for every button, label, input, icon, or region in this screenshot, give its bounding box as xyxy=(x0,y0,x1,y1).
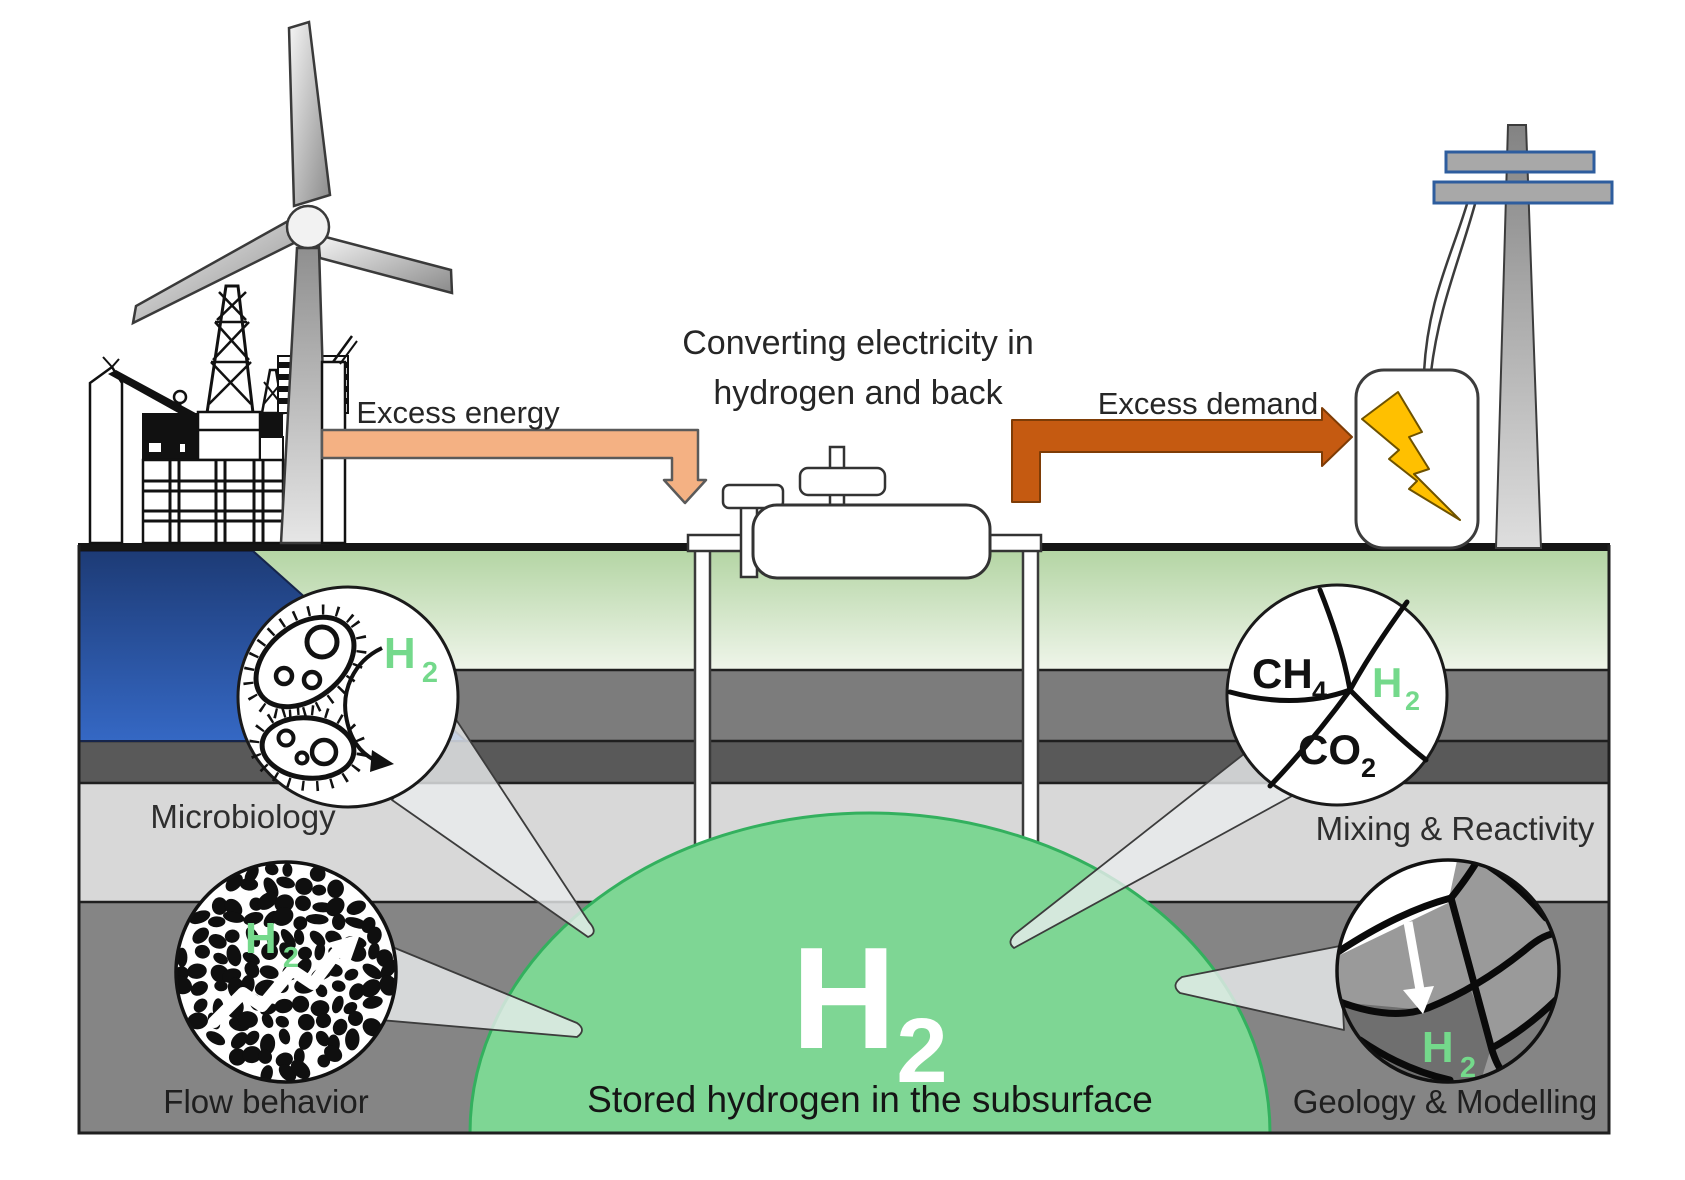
tank-top-valve xyxy=(798,466,887,497)
dome-h2-sub: 2 xyxy=(896,1000,947,1102)
reaction-arrow-icon xyxy=(343,646,383,762)
pole-crossbar-bottom xyxy=(1432,180,1614,205)
flow-behavior-label: Flow behavior xyxy=(163,1083,368,1120)
turbine-blades xyxy=(131,20,454,326)
phase-boundary-icon xyxy=(1227,587,1429,789)
wind-turbine-icon xyxy=(131,20,454,545)
lightning-icon xyxy=(1361,391,1461,521)
power-pole-icon xyxy=(1422,124,1614,549)
mixing-callout-wedge xyxy=(1009,749,1293,949)
geology-circle-rim xyxy=(1335,858,1561,1084)
excess-demand-label: Excess demand xyxy=(1098,386,1319,421)
turbine-hub xyxy=(285,204,331,250)
microbiology-callout: H 2 xyxy=(236,585,460,809)
dome-h2-symbol: H 2 xyxy=(791,917,947,1102)
mixing-h2-label: H 2 xyxy=(1372,659,1420,716)
tank-vessel xyxy=(751,503,992,580)
injection-well-pipe xyxy=(693,541,712,865)
subsidence-arrow-icon xyxy=(1403,921,1425,991)
callout-wedges xyxy=(379,717,1345,1038)
power-cable xyxy=(1422,203,1469,373)
subsurface-cross-section: H 2 Stored hydrogen in the subsurface xyxy=(77,541,1611,1135)
converting-label-line1: Converting electricity in xyxy=(682,324,1033,362)
geology-h2-label: H 2 xyxy=(1422,1023,1476,1084)
electricity-demand-icon xyxy=(1354,368,1480,550)
mixing-reactivity-callout: CH 4 H 2 CO 2 xyxy=(1225,583,1449,807)
storage-tank-icon xyxy=(686,445,1043,580)
excess-demand-arrow xyxy=(1011,407,1353,503)
flow-behavior-callout: H 2 xyxy=(174,860,398,1084)
excess-energy-arrow xyxy=(320,428,708,505)
production-well-pipe xyxy=(1021,541,1040,863)
flow-arrow-icon xyxy=(208,934,360,1028)
geology-callout-wedge xyxy=(1174,945,1345,1031)
tank-side-valve xyxy=(721,483,785,510)
mixing-reactivity-label: Mixing & Reactivity xyxy=(1316,810,1595,847)
bacteria-icon xyxy=(243,604,394,792)
flow-h2-label: H 2 xyxy=(245,914,299,974)
microbiology-callout-wedge xyxy=(391,717,595,938)
dome-h2-main: H xyxy=(791,917,896,1079)
flow-callout-wedge xyxy=(379,945,583,1038)
ch4-label: CH 4 xyxy=(1252,650,1327,706)
microbiology-label: Microbiology xyxy=(150,798,336,835)
co2-label: CO 2 xyxy=(1298,726,1376,783)
pole-crossbar-top xyxy=(1444,150,1596,174)
cross-section-border xyxy=(77,545,1611,1135)
excess-energy-label: Excess energy xyxy=(356,395,560,430)
flow-circle-rim xyxy=(174,860,398,1084)
converting-label-line2: hydrogen and back xyxy=(713,374,1003,412)
geology-modelling-label: Geology & Modelling xyxy=(1293,1083,1598,1120)
microbiology-h2-label: H 2 xyxy=(384,629,438,689)
dome-caption: Stored hydrogen in the subsurface xyxy=(587,1079,1153,1120)
